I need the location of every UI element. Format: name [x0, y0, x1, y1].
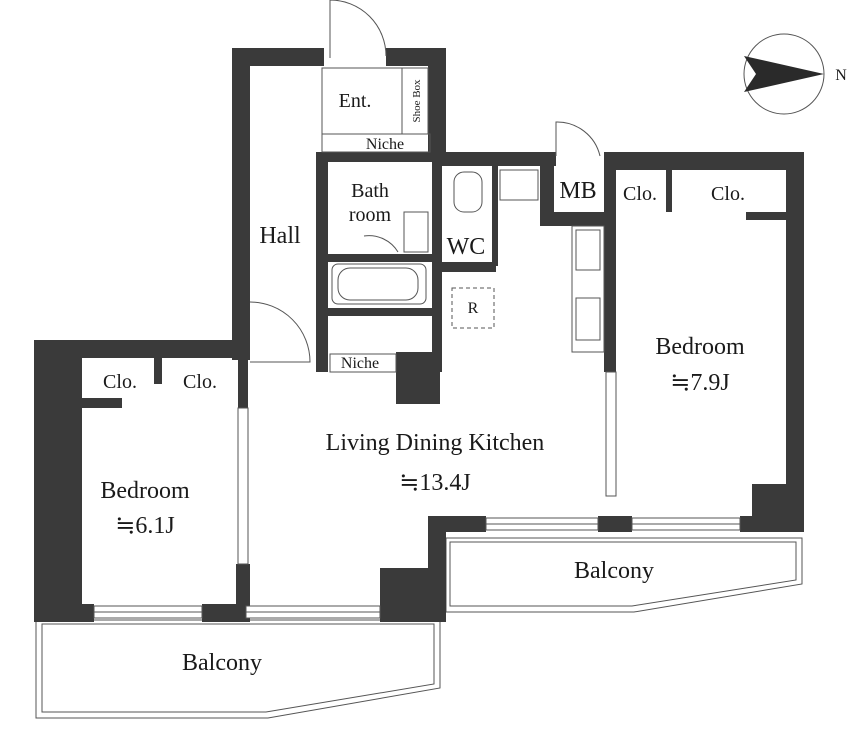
label-closet-right-2: Clo.	[711, 183, 745, 205]
label-niche-top: Niche	[366, 136, 404, 153]
balcony-left-outline	[35, 619, 441, 719]
label-bedroom-left: Bedroom	[100, 478, 190, 504]
label-ldk-size: ≒13.4J	[399, 470, 470, 496]
label-bedroom-left-size: ≒6.1J	[115, 513, 174, 539]
label-niche-mid: Niche	[341, 355, 379, 372]
label-wc: WC	[447, 234, 486, 260]
room-labels: Ent. Shoe Box Niche Bath room Hall WC MB…	[100, 67, 847, 676]
label-bedroom-right: Bedroom	[655, 334, 745, 360]
label-closet-right-1: Clo.	[623, 183, 657, 205]
windows	[93, 371, 741, 619]
label-bathroom-line1: Bath	[351, 180, 389, 202]
label-fridge: R	[468, 300, 479, 317]
label-entrance: Ent.	[339, 90, 372, 112]
fixtures	[321, 67, 605, 373]
compass	[743, 33, 825, 115]
label-bathroom-line2: room	[349, 204, 392, 226]
label-bedroom-right-size: ≒7.9J	[670, 370, 729, 396]
label-hall: Hall	[259, 223, 301, 249]
label-balcony-left: Balcony	[182, 650, 262, 676]
label-mb: MB	[559, 178, 596, 204]
label-shoe-box: Shoe Box	[411, 79, 423, 123]
compass-arrow-icon	[744, 56, 824, 92]
walls	[34, 48, 804, 622]
label-closet-left-1: Clo.	[103, 371, 137, 393]
label-ldk: Living Dining Kitchen	[326, 430, 545, 456]
label-compass-north: N	[835, 67, 847, 84]
label-closet-left-2: Clo.	[183, 371, 217, 393]
doors	[249, 0, 601, 363]
label-balcony-right: Balcony	[574, 558, 654, 584]
